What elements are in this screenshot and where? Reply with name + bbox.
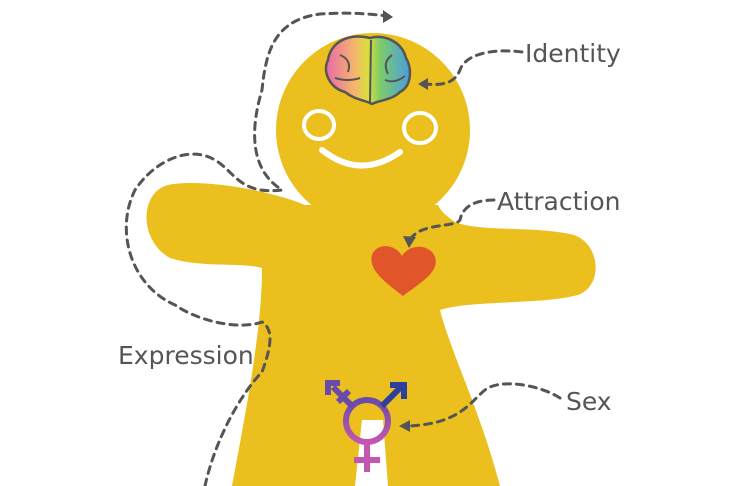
sex-label: Sex [566,387,612,416]
heart-icon [371,246,436,296]
attraction-label: Attraction [497,187,621,216]
transgender-symbol-icon [325,380,407,472]
gingerbread-body [137,24,605,486]
left-eye [302,109,336,141]
brain-icon [324,35,412,106]
expression-label: Expression [118,341,254,370]
right-eye [402,111,438,145]
identity-connector [423,49,524,86]
attraction-arrowhead [403,236,416,248]
attraction-connector [408,198,496,242]
sex-arrowhead [399,420,410,432]
expression-arrowhead [383,10,393,23]
identity-arrowhead [418,78,428,90]
sex-connector [406,382,562,428]
face [302,109,438,169]
smile [319,147,403,169]
expression-connector [124,11,390,486]
identity-label: Identity [525,39,621,68]
